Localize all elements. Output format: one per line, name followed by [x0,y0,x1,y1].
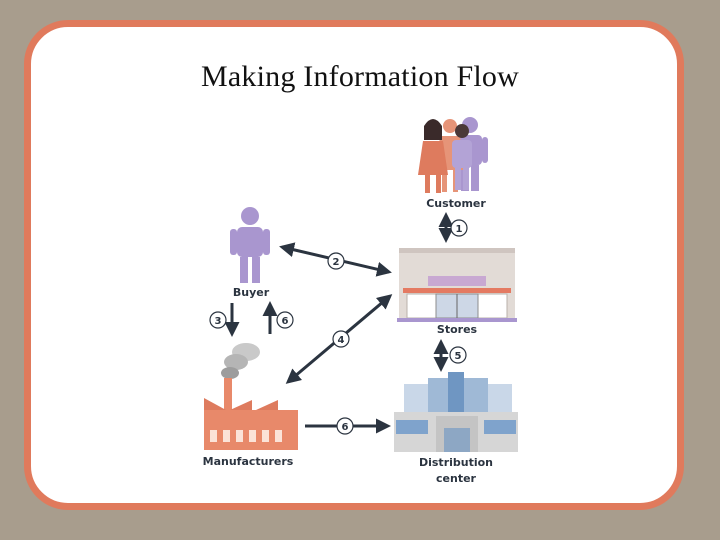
flow-badge-2: 2 [328,253,344,269]
svg-text:6: 6 [282,316,289,327]
factory-icon [204,343,298,450]
svg-text:6: 6 [342,422,349,433]
distribution-label-line2: center [436,472,477,485]
buyer-icon [230,207,270,283]
svg-text:1: 1 [456,224,463,235]
flow-badge-3: 3 [210,312,226,328]
flow-badge-1: 1 [451,220,467,236]
flow-badge-6-distribution: 6 [337,418,353,434]
buyer-label: Buyer [233,286,270,299]
customer-label: Customer [426,197,486,210]
flow-badge-4: 4 [333,331,349,347]
distribution-label-line1: Distribution [419,456,493,469]
distribution-center-icon [394,372,518,452]
flow-badge-6-buyer: 6 [277,312,293,328]
svg-text:3: 3 [215,316,222,327]
flow-badge-5: 5 [450,347,466,363]
svg-text:4: 4 [338,335,345,346]
svg-text:2: 2 [333,257,340,268]
customer-icon [418,117,488,193]
manufacturers-label: Manufacturers [203,455,294,468]
stores-label: Stores [437,323,478,336]
svg-text:5: 5 [455,351,462,362]
store-icon [397,248,517,322]
